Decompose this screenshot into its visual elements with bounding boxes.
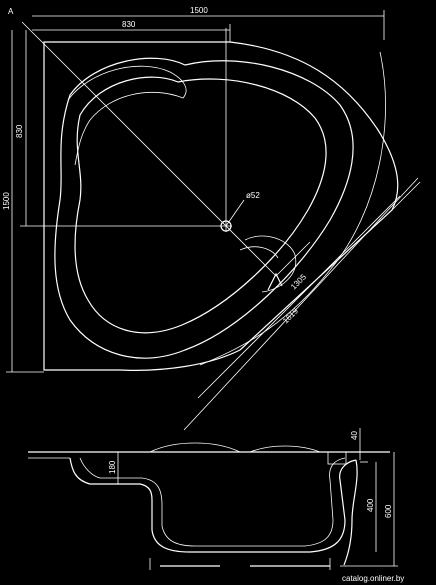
- dim-width-partial: 830: [122, 20, 136, 29]
- seat-inner: [239, 246, 279, 259]
- tub-rim-arc: [199, 51, 386, 366]
- dim-height-total: 1500: [2, 192, 11, 210]
- tub-basin: [74, 76, 327, 334]
- dim-rim: 40: [350, 431, 359, 440]
- plan-view: ø52 A 1500 830 830 1500 1305 1619: [2, 6, 421, 431]
- dim-diag-outer-ext: [391, 181, 421, 211]
- section-rim-curve: [149, 442, 241, 453]
- section-leg: [343, 459, 358, 566]
- dim-depth-total: 600: [384, 504, 393, 518]
- dim-step: 180: [108, 460, 117, 474]
- seat-step: [244, 235, 297, 293]
- section-view: 180 40 400 600: [28, 428, 398, 570]
- dim-diag-inner-line: [197, 195, 401, 399]
- overflow-detail: [327, 451, 347, 465]
- drain-label: ø52: [246, 191, 260, 200]
- dim-arrow-marker: [267, 272, 283, 291]
- section-inner-profile: [79, 457, 346, 547]
- dim-width-total: 1500: [190, 6, 208, 15]
- dim-diag-outer-line: [183, 177, 419, 431]
- tub-outer-outline: [43, 41, 399, 371]
- watermark: catalog.onliner.by: [342, 574, 404, 583]
- headrest-recess: [67, 65, 187, 166]
- drain-leader: [225, 199, 245, 227]
- section-outer-profile: [69, 457, 357, 553]
- corner-label: A: [8, 7, 14, 16]
- tub-rim: [54, 57, 354, 359]
- dim-height-partial: 830: [15, 124, 24, 138]
- diagonal-centerline: [21, 21, 277, 277]
- dim-diag-inner-ext: [275, 241, 311, 277]
- dim-depth-inner: 400: [366, 498, 375, 512]
- section-rim-curve-2: [249, 445, 321, 453]
